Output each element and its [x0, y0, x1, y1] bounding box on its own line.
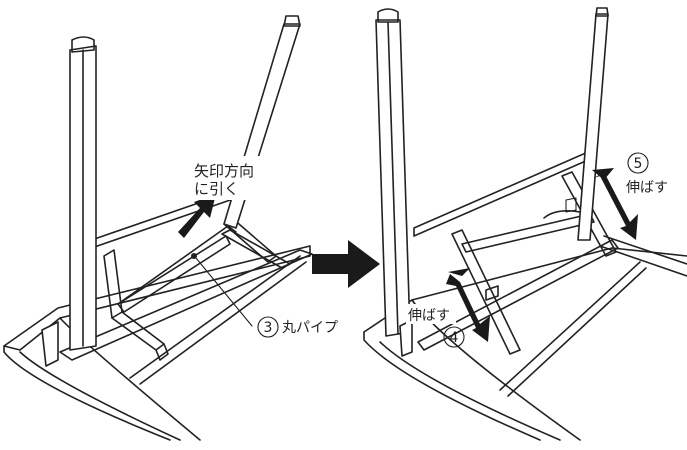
left-instruction-bg — [190, 156, 268, 200]
left-tabletop-front — [3, 345, 171, 441]
left-instruction-label: 矢印方向 に引く — [190, 156, 268, 200]
right-leg-back-cap — [595, 7, 609, 17]
step4-text: 伸ばす — [408, 308, 450, 324]
up-right-arrow-icon — [178, 194, 216, 238]
part-number-circle — [257, 316, 279, 338]
left-brace-lower — [111, 311, 165, 351]
right-leg-back — [577, 13, 609, 241]
part-number: 3 — [264, 320, 273, 336]
right-side-rail-2 — [599, 245, 687, 277]
right-brace-cross — [461, 213, 595, 253]
right-leg-front-foot — [399, 319, 413, 357]
left-bottom-rail-2 — [139, 261, 307, 385]
step4-arrow-head-top — [448, 268, 470, 276]
double-headed-arrow-icon — [446, 274, 490, 342]
right-bottom-rail-2 — [507, 267, 647, 397]
left-leader-dot — [191, 253, 197, 259]
right-arrow-icon — [312, 240, 380, 288]
left-front-rail — [59, 249, 313, 361]
left-leader-line — [195, 257, 253, 327]
left-leg-front-cap — [71, 36, 95, 53]
left-table-illustration — [3, 15, 313, 441]
right-table-illustration — [363, 7, 687, 441]
left-bottom-rail — [129, 255, 301, 379]
left-instruction-line2: に引く — [194, 180, 239, 198]
step5-number: 5 — [634, 156, 643, 172]
step4-number-circle — [443, 326, 465, 348]
step4-label: 伸ばす 4 — [406, 304, 465, 348]
step5-number-circle — [627, 152, 649, 174]
left-leg-back-cap — [283, 15, 301, 27]
left-brace-upright — [103, 249, 123, 319]
right-brace-left — [451, 229, 521, 355]
left-tabletop-inner-edge — [19, 351, 181, 441]
right-clip — [565, 197, 577, 213]
right-front-rail — [417, 239, 619, 351]
part-name: 丸パイプ — [282, 320, 338, 336]
right-back-rail — [413, 151, 589, 237]
left-leg-front-foot — [41, 321, 59, 367]
part-label-round-pipe: 3 丸パイプ — [257, 316, 338, 338]
right-bottom-rail — [499, 261, 641, 391]
step5-label: 5 伸ばす — [626, 152, 668, 196]
left-side-rail — [221, 229, 291, 269]
right-leg-front-line — [387, 21, 399, 335]
double-headed-arrow-icon-step5 — [594, 172, 638, 240]
right-leg-front-cap — [377, 8, 399, 23]
left-brace-hinge — [155, 343, 169, 361]
left-round-pipe-top — [117, 225, 237, 305]
right-side-rail — [603, 235, 687, 265]
left-round-pipe — [117, 235, 231, 313]
step4-text-bg — [406, 304, 456, 324]
right-brace-joint — [485, 285, 499, 301]
right-tabletop-front — [363, 331, 541, 441]
left-tabletop-edge — [3, 245, 311, 351]
left-instruction-line1: 矢印方向 — [194, 162, 254, 180]
left-tabletop-rim — [59, 317, 201, 441]
step4-number: 4 — [450, 330, 459, 346]
step5-arrow-head-top — [592, 168, 614, 180]
right-tabletop-inner — [379, 341, 561, 441]
step5-text: 伸ばす — [626, 180, 668, 196]
